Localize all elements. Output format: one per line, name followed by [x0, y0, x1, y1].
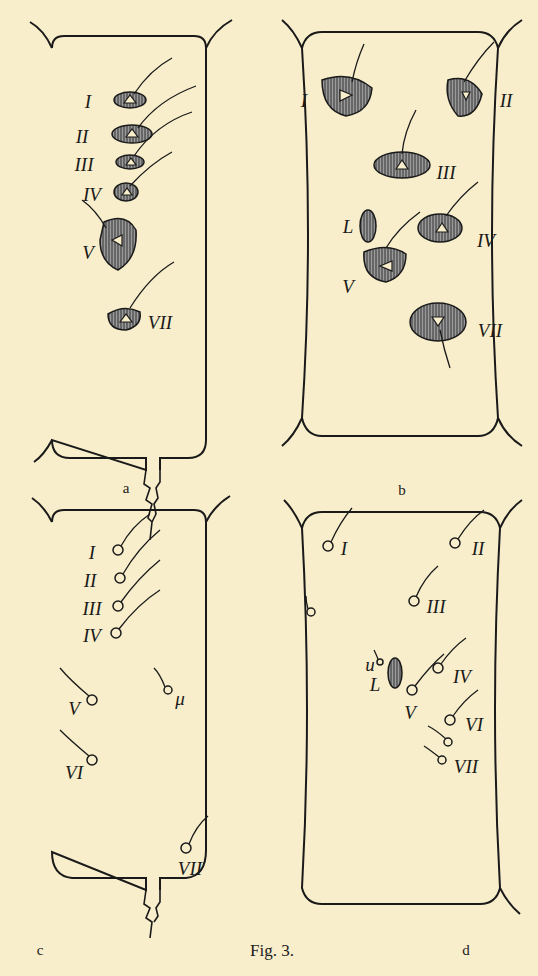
segment-outline — [302, 512, 500, 904]
callout-number: II — [84, 571, 97, 590]
callout-number: VII — [454, 757, 478, 776]
segment-outline — [302, 32, 498, 436]
callout-number: VII — [148, 313, 172, 332]
callout-number: I — [301, 91, 307, 110]
panel-letter: b — [398, 483, 406, 498]
callout-number: IV — [453, 667, 471, 686]
callout-number: II — [500, 91, 513, 110]
callout-number: μ — [175, 689, 185, 708]
segment-joint — [282, 20, 522, 446]
callout-number: I — [341, 539, 347, 558]
callout-number: IV — [477, 231, 495, 250]
segment-outline — [52, 510, 206, 890]
segment-joint — [30, 20, 232, 462]
callout-number: VII — [178, 859, 202, 878]
callout-number: I — [89, 543, 95, 562]
tail — [144, 890, 160, 938]
segment-joint — [284, 500, 522, 914]
segment-joint — [32, 496, 230, 522]
callout-number: I — [85, 92, 91, 111]
figure-caption: Fig. 3. — [250, 942, 294, 959]
callout-number: VI — [465, 715, 483, 734]
tail — [144, 470, 160, 540]
callout-number: V — [342, 277, 354, 296]
callout-number: III — [83, 599, 102, 618]
callout-number: V — [404, 703, 416, 722]
panel-letter: a — [123, 481, 130, 496]
callout-number: L — [343, 217, 354, 236]
callout-number: VII — [478, 321, 502, 340]
callout-number: III — [75, 155, 94, 174]
callout-number: II — [472, 539, 485, 558]
callout-number: IV — [83, 185, 101, 204]
callout-number: V — [68, 699, 80, 718]
callout-number: VI — [65, 763, 83, 782]
panel-letter: c — [37, 943, 44, 958]
callout-number: L — [370, 675, 381, 694]
panel-letter: d — [462, 943, 470, 958]
callout-number: II — [76, 127, 89, 146]
callout-number: IV — [83, 626, 101, 645]
callout-number: u — [365, 655, 375, 674]
callout-number: III — [427, 597, 446, 616]
segment-outline — [52, 36, 206, 470]
callout-number: V — [82, 243, 94, 262]
callout-number: III — [437, 163, 456, 182]
